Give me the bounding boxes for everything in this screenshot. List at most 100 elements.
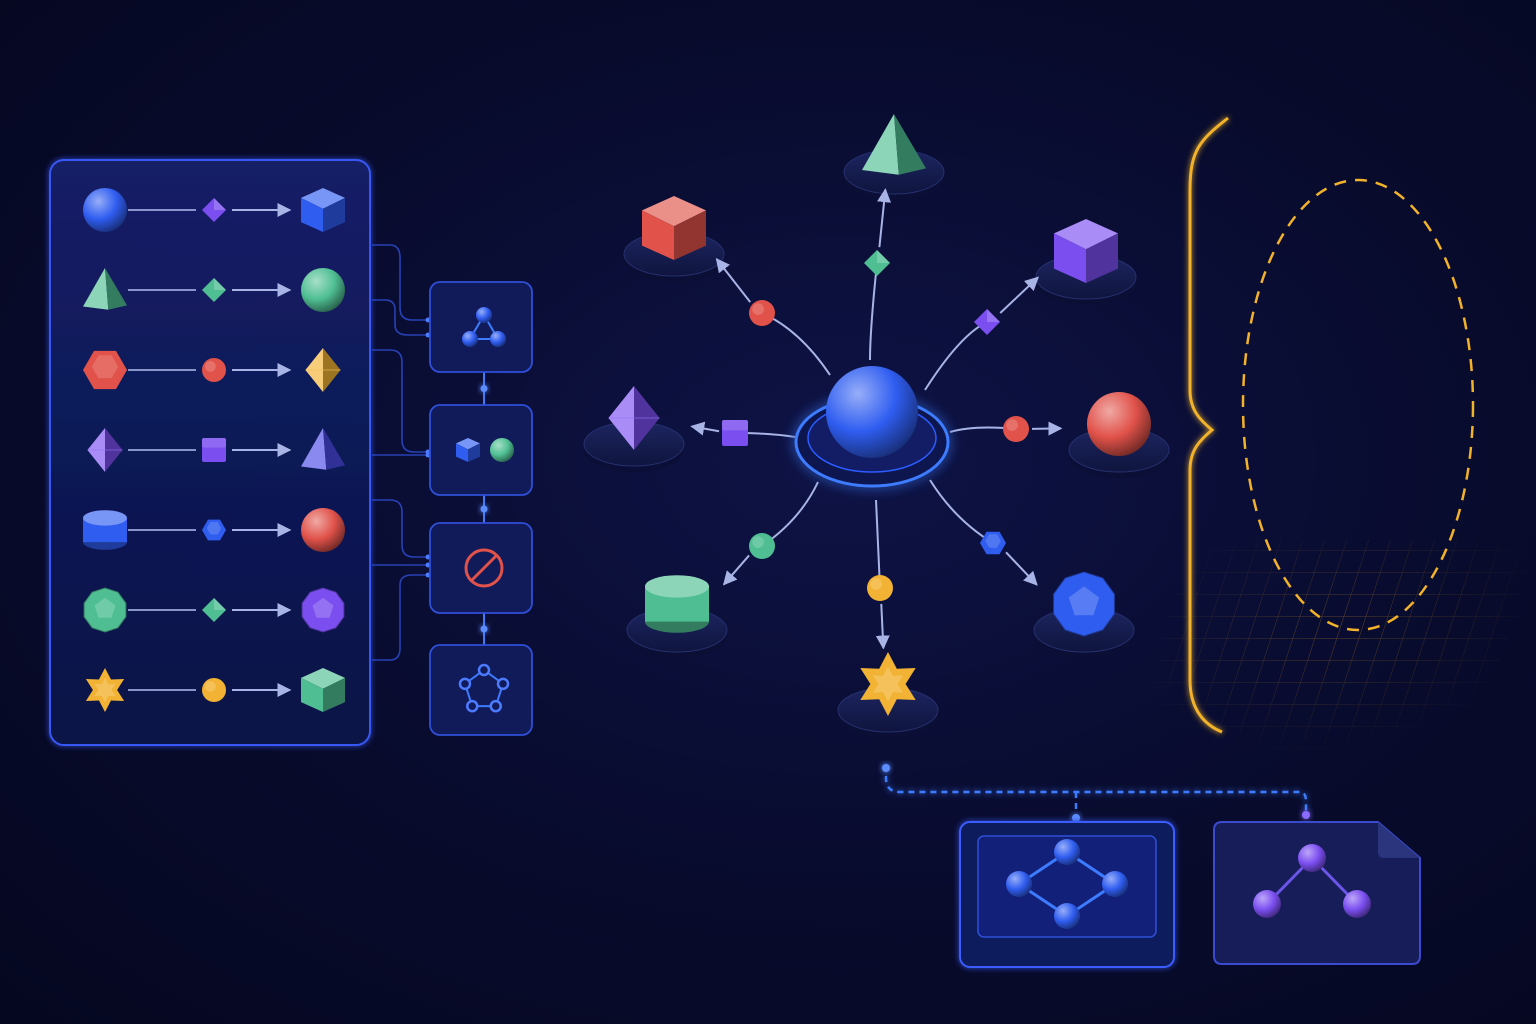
- tree-graph-icon: [1253, 844, 1371, 918]
- hub-sphere-icon: [826, 366, 918, 458]
- output-connector: [882, 764, 1310, 822]
- bus-line: [372, 244, 428, 321]
- graph-node: [1343, 890, 1371, 918]
- transform-circle-icon: [202, 358, 226, 382]
- source-star-icon: [85, 668, 125, 712]
- operation-column: [429, 281, 533, 736]
- operation-box[interactable]: [429, 522, 533, 614]
- bus-line: [372, 574, 428, 661]
- mapping-row: [83, 348, 341, 392]
- transform-diamond-icon: [202, 278, 226, 302]
- transform-square-icon: [202, 438, 226, 462]
- dodecahedron-icon: [1053, 571, 1115, 637]
- bus-line: [372, 299, 428, 336]
- mapping-row: [87, 428, 345, 472]
- spoke-marker-diamond-icon: [974, 309, 1000, 335]
- cylinder-icon: [645, 575, 709, 633]
- bus-line: [372, 499, 428, 558]
- mapping-row: [85, 668, 345, 712]
- mapping-row: [83, 188, 345, 232]
- spoke-connector-purple-cube: [924, 276, 1039, 391]
- target-octahedron-icon: [305, 348, 341, 392]
- operation-box[interactable]: [429, 644, 533, 736]
- graph-node: [1102, 871, 1128, 897]
- spoke-node-dodecahedron[interactable]: [1033, 571, 1135, 658]
- spoke-connector-dodecahedron: [929, 479, 1038, 586]
- source-octahedron-icon: [87, 428, 123, 472]
- graph-node: [1298, 844, 1326, 872]
- node-dot: [476, 307, 492, 323]
- target-sphere-icon: [301, 268, 345, 312]
- spoke-marker-hexagon-icon: [980, 531, 1006, 555]
- output-card[interactable]: [959, 821, 1175, 968]
- target-cube-icon: [301, 188, 345, 232]
- spoke-node-red-cube[interactable]: [623, 196, 725, 282]
- transform-hexagon-icon: [202, 519, 226, 541]
- sphere-icon: [490, 438, 514, 462]
- operation-box[interactable]: [429, 281, 533, 373]
- source-dodecahedron-icon: [83, 587, 127, 633]
- operation-box[interactable]: [429, 404, 533, 496]
- node-dot: [490, 331, 506, 347]
- panel-bus-connectors: [372, 244, 431, 661]
- spoke-connector-star: [867, 499, 893, 650]
- source-pyramid-icon: [83, 268, 127, 310]
- mapping-row: [83, 587, 345, 633]
- spoke-connector-cylinder: [722, 481, 819, 586]
- spoke-connector-pyramid: [864, 188, 892, 361]
- spoke-marker-diamond-icon: [864, 250, 890, 276]
- diamond-graph-icon: [1006, 839, 1128, 929]
- spoke-node-purple-cube[interactable]: [1035, 219, 1137, 305]
- spoke-marker-circle-icon: [749, 300, 775, 326]
- hub-spoke-network: [583, 114, 1170, 738]
- spoke-connector-red-sphere: [949, 416, 1063, 442]
- node-cluster-icon: [462, 307, 506, 347]
- graph-node: [1054, 839, 1080, 865]
- spoke-marker-circle-icon: [1003, 416, 1029, 442]
- output-card[interactable]: [1213, 821, 1421, 965]
- target-pyramid-icon: [301, 428, 345, 470]
- spoke-marker-circle-icon: [749, 533, 775, 559]
- grid-floor-icon: [1123, 540, 1536, 760]
- spoke-marker-square-icon: [722, 420, 748, 446]
- mapping-row: [83, 268, 345, 312]
- node-dot: [462, 331, 478, 347]
- spoke-node-star[interactable]: [837, 652, 939, 738]
- target-sphere-icon: [301, 508, 345, 552]
- spoke-marker-circle-icon: [867, 575, 893, 601]
- target-cube-icon: [301, 668, 345, 712]
- pyramid-icon: [862, 114, 926, 175]
- graph-node: [1054, 903, 1080, 929]
- mapping-row: [83, 508, 345, 552]
- bus-line: [372, 349, 428, 453]
- prohibited-icon: [464, 548, 504, 588]
- ops-link-node: [480, 625, 488, 633]
- graph-node: [1253, 890, 1281, 918]
- output-cards: [959, 821, 1421, 968]
- spoke-node-octahedron[interactable]: [583, 386, 685, 472]
- hub-node[interactable]: [794, 366, 950, 488]
- source-cylinder-icon: [83, 510, 127, 550]
- ops-link-node: [480, 385, 488, 392]
- graph-node: [1006, 871, 1032, 897]
- transform-circle-icon: [202, 678, 226, 702]
- red-cube-icon: [642, 196, 706, 260]
- spoke-node-pyramid[interactable]: [843, 114, 945, 200]
- spoke-connector-octahedron: [690, 420, 796, 446]
- dashed-ellipse-icon: [1241, 178, 1475, 632]
- cube-icon: [456, 438, 480, 462]
- transform-diamond-icon: [202, 598, 226, 622]
- star-icon: [860, 652, 916, 716]
- spoke-connector-red-cube: [715, 257, 831, 376]
- red-sphere-icon: [1087, 392, 1151, 456]
- octahedron-icon: [608, 386, 660, 450]
- mapping-panel: [49, 159, 371, 746]
- spoke-node-cylinder[interactable]: [626, 575, 728, 658]
- pentagon-graph-icon: [458, 663, 510, 713]
- spoke-node-red-sphere[interactable]: [1068, 392, 1170, 478]
- source-hexagon-icon: [83, 350, 127, 390]
- target-dodecahedron-icon: [301, 587, 345, 633]
- transform-diamond-icon: [202, 198, 226, 222]
- ops-link-node: [480, 505, 488, 513]
